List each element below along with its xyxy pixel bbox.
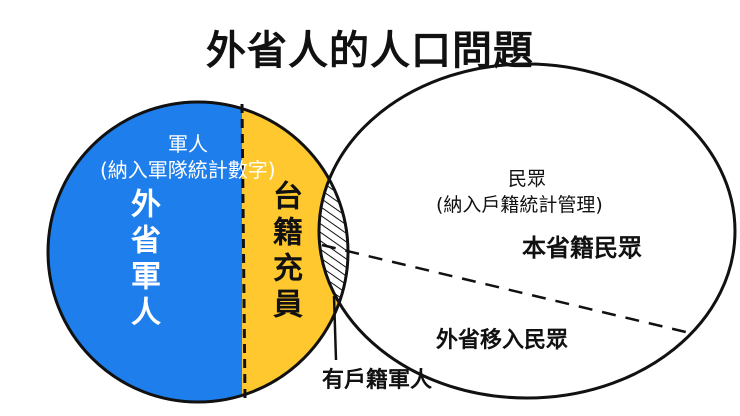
native-civilian-label: 本省籍民眾 [522, 234, 642, 262]
military-divider-line [240, 103, 247, 399]
military-heading: 軍人 [168, 132, 208, 156]
civilian-subheading: (納入戶籍統計管理) [436, 194, 603, 216]
registered-military-label: 有戶籍軍人 [322, 368, 433, 393]
civilian-heading: 民眾 [508, 168, 547, 190]
civilian-divider-line [321, 243, 691, 335]
intersection-pointer-line [332, 295, 338, 361]
civilian-ellipse-outline [317, 62, 737, 400]
taiwanese-recruit-label: 台籍充員 [267, 180, 302, 324]
page-title: 外省人的人口問題 [206, 28, 534, 74]
immigrant-civilian-label: 外省移入民眾 [436, 328, 569, 353]
foreign-military-label: 外省軍人 [125, 188, 160, 332]
military-subheading: (納入軍隊統計數字) [100, 158, 276, 182]
